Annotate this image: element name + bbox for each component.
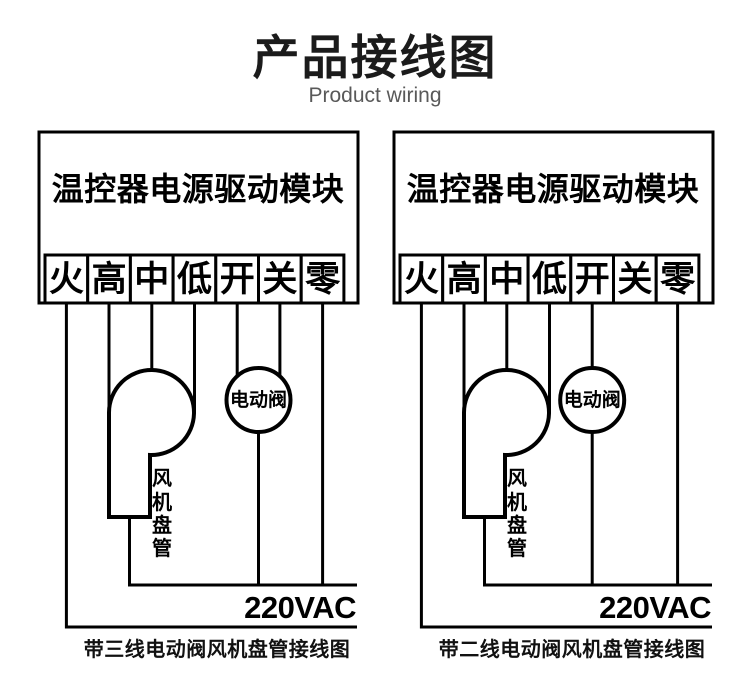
diagram-caption: 带三线电动阀风机盘管接线图 bbox=[84, 637, 351, 661]
voltage-label: 220VAC bbox=[599, 590, 711, 625]
terminal-label-open: 开 bbox=[575, 260, 610, 299]
page-header: 产品接线图 Product wiring bbox=[0, 33, 750, 108]
terminal-label-mid: 中 bbox=[134, 260, 169, 299]
fan-coil-shape bbox=[462, 368, 551, 519]
terminal-label-open: 开 bbox=[220, 260, 255, 299]
valve-circle bbox=[224, 366, 293, 434]
terminal-box-neutral bbox=[299, 253, 346, 305]
fan-coil-label-char: 风 bbox=[507, 468, 527, 490]
terminal-label-live: 火 bbox=[404, 260, 439, 299]
wire-live-and-bottom-bus bbox=[64, 303, 357, 629]
terminal-box-low bbox=[526, 253, 573, 305]
fan-coil-label-char: 管 bbox=[507, 536, 527, 560]
wire-fan-return-and-inner-bus bbox=[128, 517, 357, 587]
fan-coil-label-char: 管 bbox=[152, 536, 172, 560]
diagram-caption: 带二线电动阀风机盘管接线图 bbox=[439, 637, 706, 661]
fan-coil-label-char: 盘 bbox=[152, 513, 172, 537]
diagram-three-wire-valve: 温控器电源驱动模块 火 高 中 低 开 关 零 电动阀 风 机 盘 管 220V… bbox=[37, 130, 360, 661]
page-subtitle: Product wiring bbox=[308, 84, 442, 108]
terminal-label-close: 关 bbox=[617, 260, 652, 299]
fan-coil-label-char: 风 bbox=[152, 468, 172, 490]
wire-live-and-bottom-bus bbox=[419, 303, 712, 629]
voltage-label: 220VAC bbox=[244, 590, 356, 625]
valve-label: 电动阀 bbox=[230, 388, 287, 411]
fan-coil-shape bbox=[107, 368, 196, 519]
terminal-label-mid: 中 bbox=[489, 260, 524, 299]
terminal-label-high: 高 bbox=[447, 260, 482, 299]
module-title: 温控器电源驱动模块 bbox=[407, 171, 700, 207]
fan-coil-label-char: 盘 bbox=[507, 513, 527, 537]
page-title: 产品接线图 bbox=[252, 31, 498, 84]
terminal-label-high: 高 bbox=[92, 260, 127, 299]
valve-circle bbox=[558, 366, 627, 434]
terminal-label-neutral: 零 bbox=[305, 260, 341, 299]
terminal-label-close: 关 bbox=[262, 260, 297, 299]
wire-fan-return-and-inner-bus bbox=[483, 517, 712, 587]
fan-coil-label-char: 机 bbox=[152, 490, 172, 514]
terminal-label-neutral: 零 bbox=[660, 260, 696, 299]
terminal-label-low: 低 bbox=[532, 260, 567, 299]
valve-label: 电动阀 bbox=[564, 388, 621, 411]
module-title: 温控器电源驱动模块 bbox=[52, 171, 345, 207]
terminal-label-live: 火 bbox=[49, 260, 84, 299]
terminal-box-close bbox=[612, 253, 658, 305]
diagram-two-wire-valve: 温控器电源驱动模块 火 高 中 低 开 关 零 电动阀 风 机 盘 管 220V… bbox=[392, 130, 715, 661]
fan-coil-label-char: 机 bbox=[507, 490, 527, 514]
terminal-label-low: 低 bbox=[177, 260, 212, 299]
terminal-box-open bbox=[569, 253, 616, 305]
